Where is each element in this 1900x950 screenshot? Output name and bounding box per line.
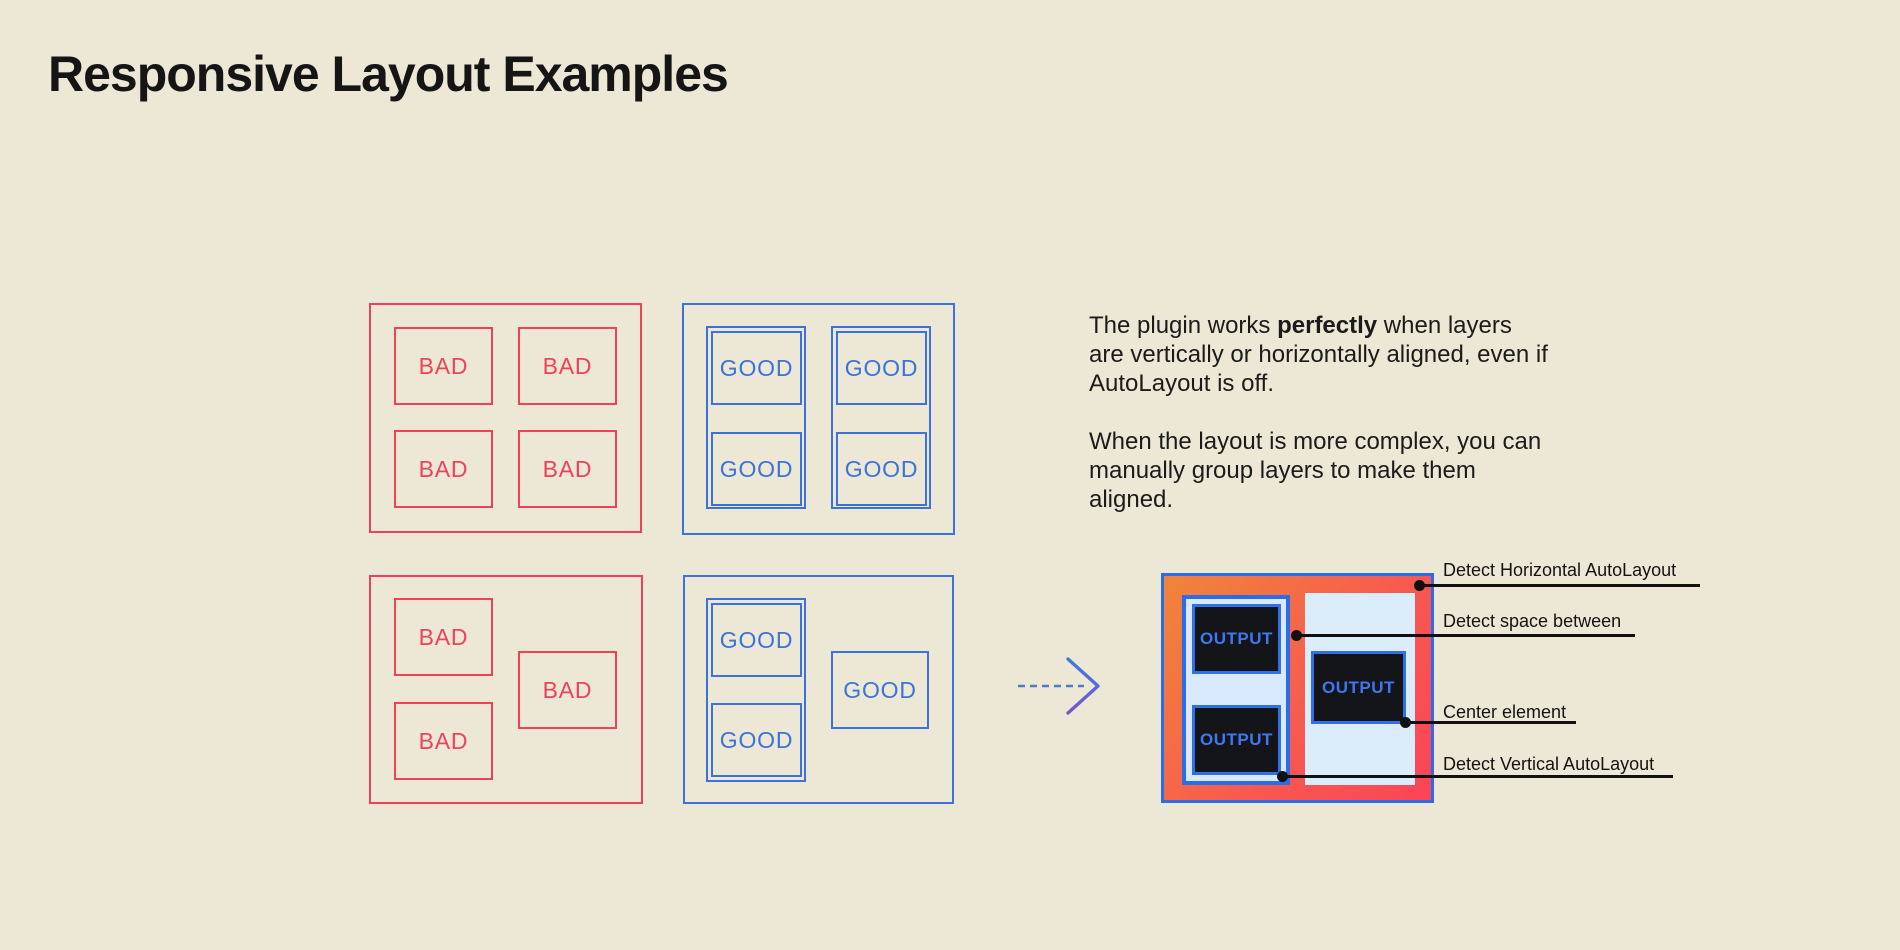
arrow-right-icon bbox=[1018, 657, 1100, 715]
annotation-label-vertical-autolayout: Detect Vertical AutoLayout bbox=[1443, 754, 1655, 774]
output-box: OUTPUT bbox=[1192, 604, 1281, 674]
good-box: GOOD bbox=[711, 603, 802, 677]
annotation-dot bbox=[1277, 771, 1288, 782]
output-center-box: OUTPUT bbox=[1311, 651, 1406, 724]
good-grouped-frame: GOOD GOOD GOOD bbox=[683, 575, 954, 804]
bad-misaligned-frame: BAD BAD BAD bbox=[369, 575, 643, 804]
good-box: GOOD bbox=[831, 651, 929, 729]
good-box: GOOD bbox=[836, 331, 927, 405]
description-paragraph-1: The plugin works perfectly when layers a… bbox=[1089, 311, 1551, 398]
annotation-line bbox=[1420, 584, 1700, 587]
annotation-line bbox=[1283, 775, 1673, 778]
bad-box: BAD bbox=[518, 327, 617, 405]
description-paragraph-2: When the layout is more complex, you can… bbox=[1089, 428, 1542, 513]
output-box: OUTPUT bbox=[1192, 705, 1281, 775]
page-title: Responsive Layout Examples bbox=[48, 46, 729, 102]
good-group: GOOD GOOD bbox=[706, 598, 806, 782]
annotation-dot bbox=[1400, 717, 1411, 728]
annotation-line bbox=[1406, 721, 1576, 724]
description-p1-text: The plugin works bbox=[1089, 312, 1278, 339]
bad-aligned-frame: BAD BAD BAD BAD bbox=[369, 303, 642, 533]
good-box: GOOD bbox=[711, 703, 802, 777]
good-group: GOOD GOOD bbox=[831, 326, 931, 509]
annotation-line bbox=[1297, 634, 1635, 637]
annotation-dot bbox=[1414, 580, 1425, 591]
description: The plugin works perfectly when layers a… bbox=[1089, 311, 1551, 543]
description-p1-text: when layers are vertically or horizontal… bbox=[1089, 312, 1548, 397]
good-group: GOOD GOOD bbox=[706, 326, 806, 509]
output-frame: OUTPUT OUTPUT OUTPUT bbox=[1161, 573, 1434, 803]
annotation-dot bbox=[1291, 630, 1302, 641]
bad-box: BAD bbox=[518, 651, 617, 729]
bad-box: BAD bbox=[394, 702, 493, 780]
description-p1-bold: perfectly bbox=[1277, 312, 1378, 339]
bad-box: BAD bbox=[518, 430, 617, 508]
good-box: GOOD bbox=[836, 432, 927, 506]
annotation-label-space-between: Detect space between bbox=[1443, 611, 1622, 631]
good-aligned-frame: GOOD GOOD GOOD GOOD bbox=[682, 303, 955, 535]
annotation-label-horizontal-autolayout: Detect Horizontal AutoLayout bbox=[1443, 560, 1677, 580]
good-box: GOOD bbox=[711, 432, 802, 506]
bad-box: BAD bbox=[394, 598, 493, 676]
annotation-label-center-element: Center element bbox=[1443, 702, 1567, 722]
bad-box: BAD bbox=[394, 327, 493, 405]
good-box: GOOD bbox=[711, 331, 802, 405]
output-vertical-group: OUTPUT OUTPUT bbox=[1182, 595, 1290, 785]
bad-box: BAD bbox=[394, 430, 493, 508]
